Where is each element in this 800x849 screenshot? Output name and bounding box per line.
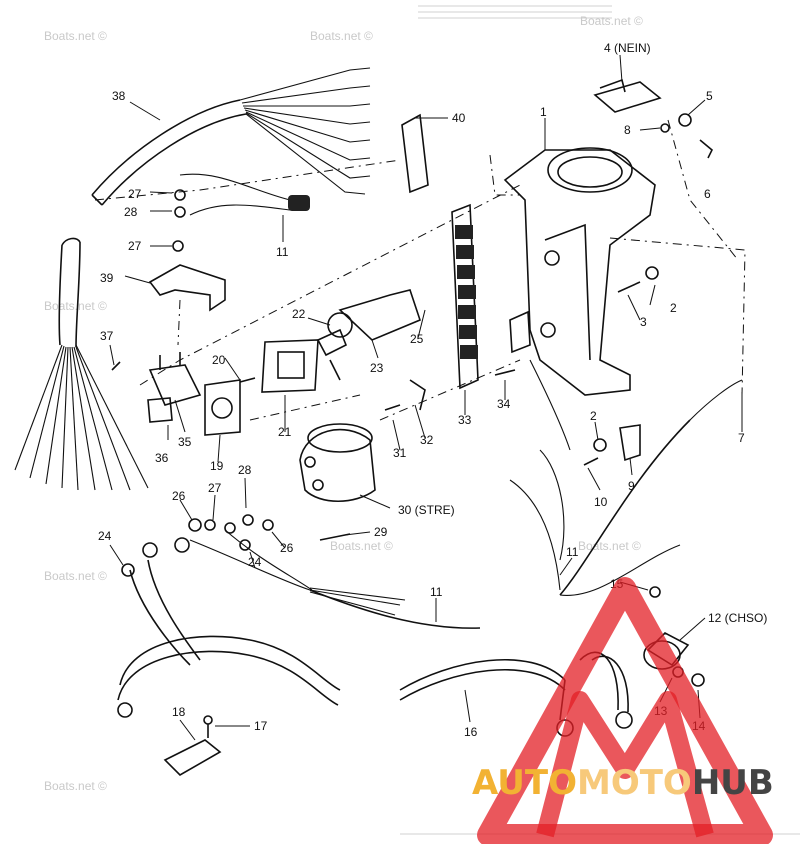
callout-c32: 32 (420, 433, 434, 447)
automotohub-logo: AUTOMOTOHUB (472, 577, 774, 846)
clip-18 (163, 715, 222, 776)
callout-c8: 8 (624, 123, 631, 137)
callout-c17: 17 (254, 719, 268, 733)
callout-c29: 29 (374, 525, 388, 539)
callout-c16: 16 (464, 725, 478, 739)
callout-c24a: 24 (98, 529, 112, 543)
watermark: Boats.net © (578, 539, 641, 553)
callout-c24b: 24 (248, 555, 262, 569)
callout-c6: 6 (704, 187, 711, 201)
callout-c22: 22 (292, 307, 306, 321)
callout-c19: 19 (210, 459, 224, 473)
logo-text-auto: AUTO (472, 763, 577, 803)
callout-c25: 25 (410, 332, 424, 346)
callout-c39: 39 (100, 271, 114, 285)
pigtail-11-top (179, 173, 310, 216)
cable-battery-left (117, 537, 341, 718)
callout-c35: 35 (178, 435, 192, 449)
callout-c28b: 28 (238, 463, 252, 477)
key-switch-23 (316, 289, 421, 381)
watermarks: Boats.net © Boats.net © Boats.net © Boat… (44, 14, 643, 793)
svg-text:AUTOMOTOHUB: AUTOMOTOHUB (472, 763, 774, 803)
callout-c11b: 11 (566, 545, 579, 559)
callout-c12: 12 (CHSO) (708, 611, 767, 625)
callout-c2a: 2 (670, 301, 677, 315)
solenoid-30 (299, 423, 376, 503)
callout-c34: 34 (497, 397, 511, 411)
callout-c4: 4 (NEIN) (604, 41, 651, 55)
logo-triangle-outer (477, 577, 773, 846)
watermark: Boats.net © (44, 569, 107, 583)
callout-c26b: 26 (280, 541, 294, 555)
callout-c28a: 28 (124, 205, 138, 219)
harness-sleeve-38 (91, 67, 371, 206)
hardware (111, 189, 659, 577)
bracket-1 (503, 147, 656, 396)
watermark: Boats.net © (44, 299, 107, 313)
callout-c38: 38 (112, 89, 126, 103)
callout-c10: 10 (594, 495, 608, 509)
callout-c27b: 27 (128, 239, 142, 253)
callout-c21: 21 (278, 425, 292, 439)
harness-11-right (509, 359, 743, 596)
callout-c40: 40 (452, 111, 466, 125)
pad-40 (401, 113, 429, 194)
callout-c36: 36 (155, 451, 169, 465)
logo-triangle-inner (536, 691, 714, 838)
callout-c7: 7 (738, 431, 745, 445)
callout-c31: 31 (393, 446, 407, 460)
callout-c26a: 26 (172, 489, 186, 503)
callout-c27a: 27 (128, 187, 142, 201)
callout-c1: 1 (540, 105, 547, 119)
callout-c11c: 11 (430, 585, 443, 599)
gasket-21 (261, 339, 319, 393)
harness-sleeve-left (14, 237, 149, 491)
switch-4 (593, 78, 713, 159)
watermark: Boats.net © (44, 779, 107, 793)
watermark: Boats.net © (330, 539, 393, 553)
harness-11-bottom (189, 529, 481, 629)
terminal-strip-33 (451, 203, 479, 390)
logo-text-hub: HUB (692, 763, 774, 803)
watermark: Boats.net © (44, 29, 107, 43)
callout-c5: 5 (706, 89, 713, 103)
callout-c3: 3 (640, 315, 647, 329)
callout-c30: 30 (STRE) (398, 503, 455, 517)
callout-c18: 18 (172, 705, 186, 719)
leader-lines (109, 54, 743, 741)
callout-c9: 9 (628, 479, 635, 493)
callout-c33: 33 (458, 413, 472, 427)
logo-text-moto: MOTO (577, 763, 692, 803)
callout-c20: 20 (212, 353, 226, 367)
callout-c23: 23 (370, 361, 384, 375)
callouts: 38 40 1 4 (NEIN) 5 8 6 27 28 11 27 39 37… (98, 41, 767, 739)
watermark: Boats.net © (310, 29, 373, 43)
breaker-35 (147, 352, 202, 423)
callout-c37: 37 (100, 329, 114, 343)
plate-19 (204, 379, 241, 436)
callout-c11a: 11 (276, 245, 289, 259)
watermark: Boats.net © (580, 14, 643, 28)
callout-c27c: 27 (208, 481, 222, 495)
bracket-39 (148, 264, 226, 312)
callout-c2b: 2 (590, 409, 597, 423)
